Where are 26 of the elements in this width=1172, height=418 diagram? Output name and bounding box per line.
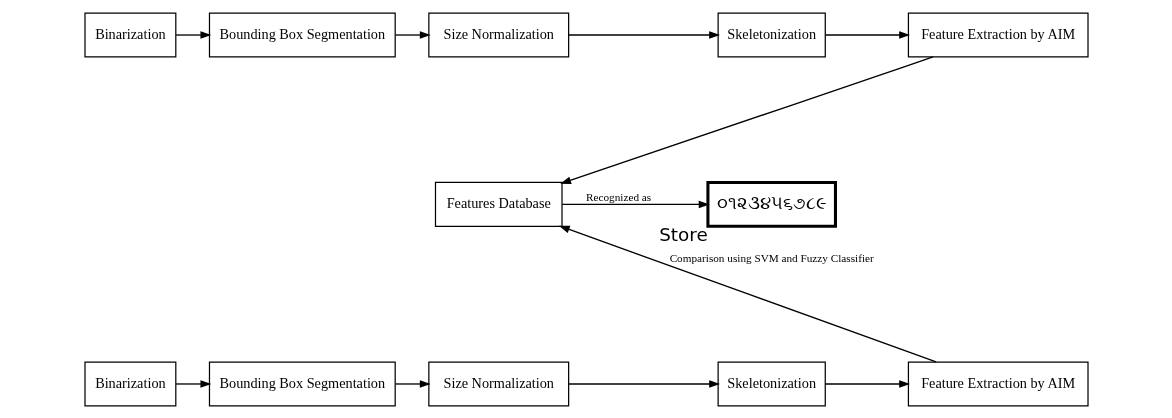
node-box: Binarization: [83, 11, 176, 58]
arrow: [559, 55, 934, 184]
node-box: Bounding Box Segmentation: [208, 11, 396, 58]
node-box: Feature Extraction by AIM: [907, 360, 1089, 407]
arrow: [394, 30, 431, 39]
arrow: [174, 379, 211, 388]
node-box: Feature Extraction by AIM: [907, 11, 1089, 58]
arrow: [824, 379, 910, 388]
arrow: [561, 200, 710, 208]
node-box: Skeletonization: [717, 360, 826, 407]
arrow: [567, 379, 720, 388]
arrow: [824, 30, 910, 39]
node-box: Features Database: [434, 181, 563, 227]
arrow: [558, 225, 937, 363]
edge-label: Comparison using SVM and Fuzzy Classifier: [669, 251, 874, 264]
arrow: [567, 30, 720, 39]
node-box: ૦૧૨૩૪૫૬૭૮૯: [705, 180, 837, 228]
node-box: Bounding Box Segmentation: [208, 360, 396, 407]
node-box: Binarization: [83, 360, 176, 407]
node-box: Skeletonization: [717, 11, 826, 58]
node-label: Store: [658, 223, 708, 245]
edge-label: Recognized as: [585, 190, 651, 203]
node-box: Size Normalization: [427, 11, 569, 58]
arrow: [394, 379, 431, 388]
node-box: Size Normalization: [427, 360, 569, 407]
arrow: [174, 30, 211, 39]
